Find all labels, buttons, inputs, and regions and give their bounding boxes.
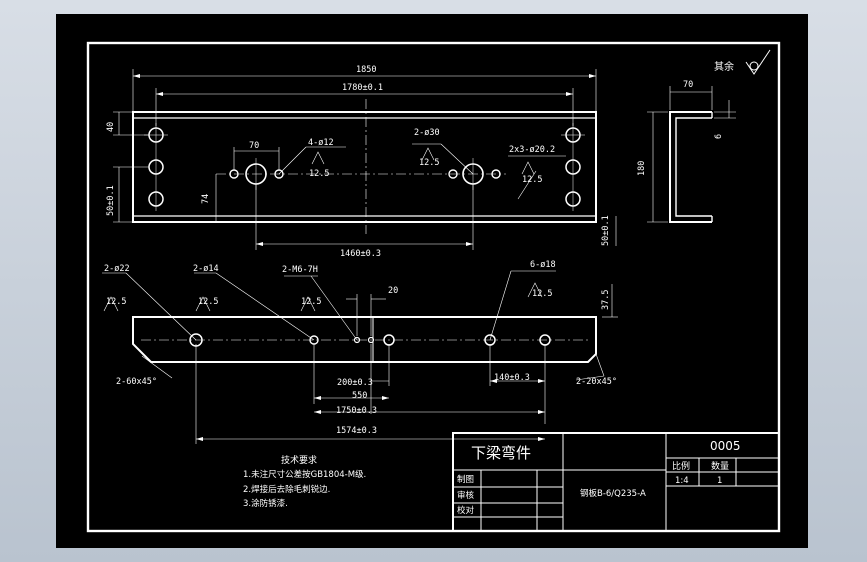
technical-notes: 技术要求 1.未注尺寸公差按GB1804-M级. 2.焊接后去除毛刺锐边. 3.…: [243, 454, 366, 509]
ra-12-5: 12.5: [309, 169, 329, 179]
ra-12-5: 12.5: [522, 175, 542, 185]
dim-1850: 1850: [356, 65, 376, 75]
dim-1780: 1780±0.1: [342, 83, 383, 93]
dim-70: 70: [249, 141, 259, 151]
material-label: 钢板B-6/Q235-A: [580, 488, 646, 499]
row-label-check: 校对: [457, 505, 475, 516]
dimension-lines: [113, 69, 597, 250]
ra-12-5: 12.5: [301, 297, 321, 307]
callout-2-d14: 2-ø14: [193, 264, 219, 274]
ra-12-5: 12.5: [532, 289, 552, 299]
bottom-view: 2-ø22 12.5 2-ø14 12.5 2-M6-7H 12.5 6-ø18…: [102, 260, 618, 444]
dim-74: 74: [201, 194, 211, 204]
dim-140: 140±0.3: [494, 373, 530, 383]
dim-20: 20: [388, 286, 398, 296]
dim-1750: 1750±0.3: [336, 406, 377, 416]
bottom-leaders: [102, 270, 618, 444]
ra-12-5: 12.5: [198, 297, 218, 307]
dim-550: 550: [352, 391, 367, 401]
dim-side-70: 70: [683, 80, 693, 90]
callout-2-d30: 2-ø30: [414, 128, 440, 138]
dim-side-180: 180: [637, 161, 647, 176]
part-name: 下梁弯件: [471, 444, 531, 462]
hole: [491, 169, 501, 179]
row-label-draw: 制图: [457, 474, 474, 485]
note-line: 1.未注尺寸公差按GB1804-M级.: [243, 469, 366, 480]
note-line: 3.涂防锈漆.: [243, 498, 288, 509]
drawing-sheet: 1850 1780±0.1 70 1460±0.3 40 50±0.1 74 4…: [56, 14, 808, 548]
roughness-label: 其余: [714, 60, 734, 73]
drawing-number: 0005: [710, 439, 741, 453]
dim-37-5: 37.5: [601, 290, 611, 310]
callout-thread: 2-M6-7H: [282, 265, 318, 275]
roughness-symbol-icon: [745, 49, 771, 75]
side-view: 70 6 180 50±0.1 其余: [601, 49, 771, 246]
drawing-border: [86, 41, 781, 533]
row-label-review: 审核: [457, 490, 475, 501]
dim-40: 40: [106, 122, 116, 132]
dim-1460: 1460±0.3: [340, 249, 381, 259]
callout-2x3-d20: 2x3-ø20.2: [509, 145, 555, 155]
note-line: 2.焊接后去除毛刺锐边.: [243, 484, 330, 495]
ra-12-5: 12.5: [419, 158, 439, 168]
dim-side-50: 50±0.1: [601, 215, 611, 246]
qty-header: 数量: [711, 460, 729, 472]
chamfer-right: 2-20x45°: [576, 377, 617, 387]
callout-leaders: [278, 143, 566, 200]
notes-title: 技术要求: [281, 454, 317, 466]
arrowheads: [133, 74, 596, 246]
front-view: 1850 1780±0.1 70 1460±0.3 40 50±0.1 74 4…: [106, 65, 597, 259]
hole: [353, 336, 361, 344]
scale-value: 1:4: [675, 476, 689, 486]
front-view-outline: [132, 111, 597, 223]
title-block: [452, 432, 780, 532]
dim-200: 200±0.3: [337, 378, 373, 388]
dim-side-6: 6: [714, 134, 724, 139]
channel-outer: [669, 111, 712, 223]
scale-header: 比例: [672, 460, 690, 472]
side-dims: [615, 86, 736, 246]
callout-2-d22: 2-ø22: [104, 264, 130, 274]
hole: [367, 336, 375, 344]
channel-inner: [675, 117, 712, 217]
hole: [448, 169, 458, 179]
arrowheads: [196, 379, 545, 441]
qty-value: 1: [717, 476, 722, 486]
ra-12-5: 12.5: [106, 297, 126, 307]
callout-4-d12: 4-ø12: [308, 138, 334, 148]
dim-1574: 1574±0.3: [336, 426, 377, 436]
callout-6-d18: 6-ø18: [530, 260, 556, 270]
dim-50: 50±0.1: [106, 185, 116, 216]
chamfer-left: 2-60x45°: [116, 377, 157, 387]
drawing-canvas: 1850 1780±0.1 70 1460±0.3 40 50±0.1 74 4…: [86, 41, 781, 533]
